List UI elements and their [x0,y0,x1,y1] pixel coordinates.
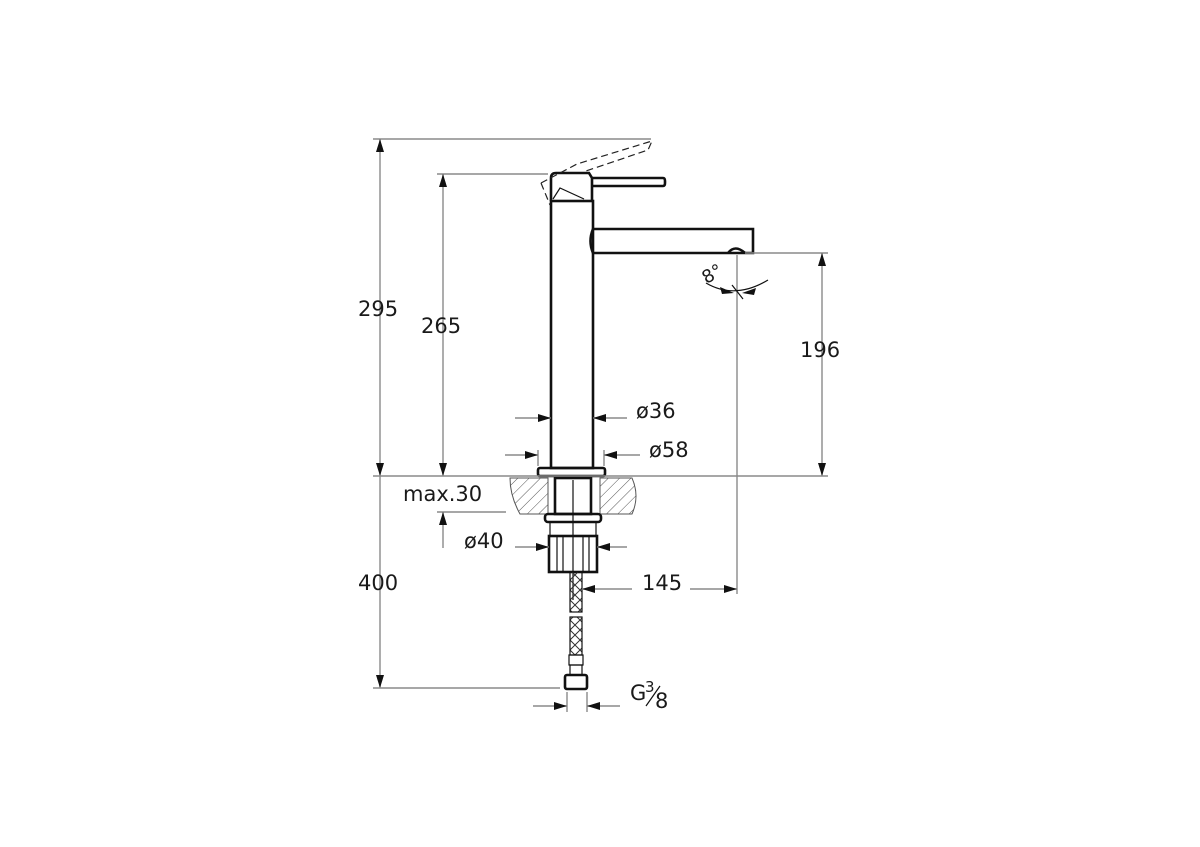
thread-num-label: 3 [645,678,655,696]
faucet-body [536,140,755,478]
thread-den-label: 8 [655,689,668,713]
body-height-label: 265 [421,314,461,338]
spout-height-label: 196 [800,338,840,362]
spout-reach-label: 145 [642,571,682,595]
spout-angle-label: 8° [698,260,726,288]
dimension-lines [373,138,828,712]
base-diameter-label: ø58 [649,438,689,462]
body-diameter-label: ø36 [636,399,676,423]
thread-prefix-label: G [630,681,646,705]
mounting-assembly [543,476,603,691]
dimension-labels: 295 265 196 ø36 ø58 max.30 ø40 145 400 G… [358,260,840,713]
hose-length-label: 400 [358,571,398,595]
hole-diameter-label: ø40 [464,529,504,553]
total-height-label: 295 [358,297,398,321]
countertop-section [509,477,637,515]
max-thickness-label: max.30 [403,482,482,506]
